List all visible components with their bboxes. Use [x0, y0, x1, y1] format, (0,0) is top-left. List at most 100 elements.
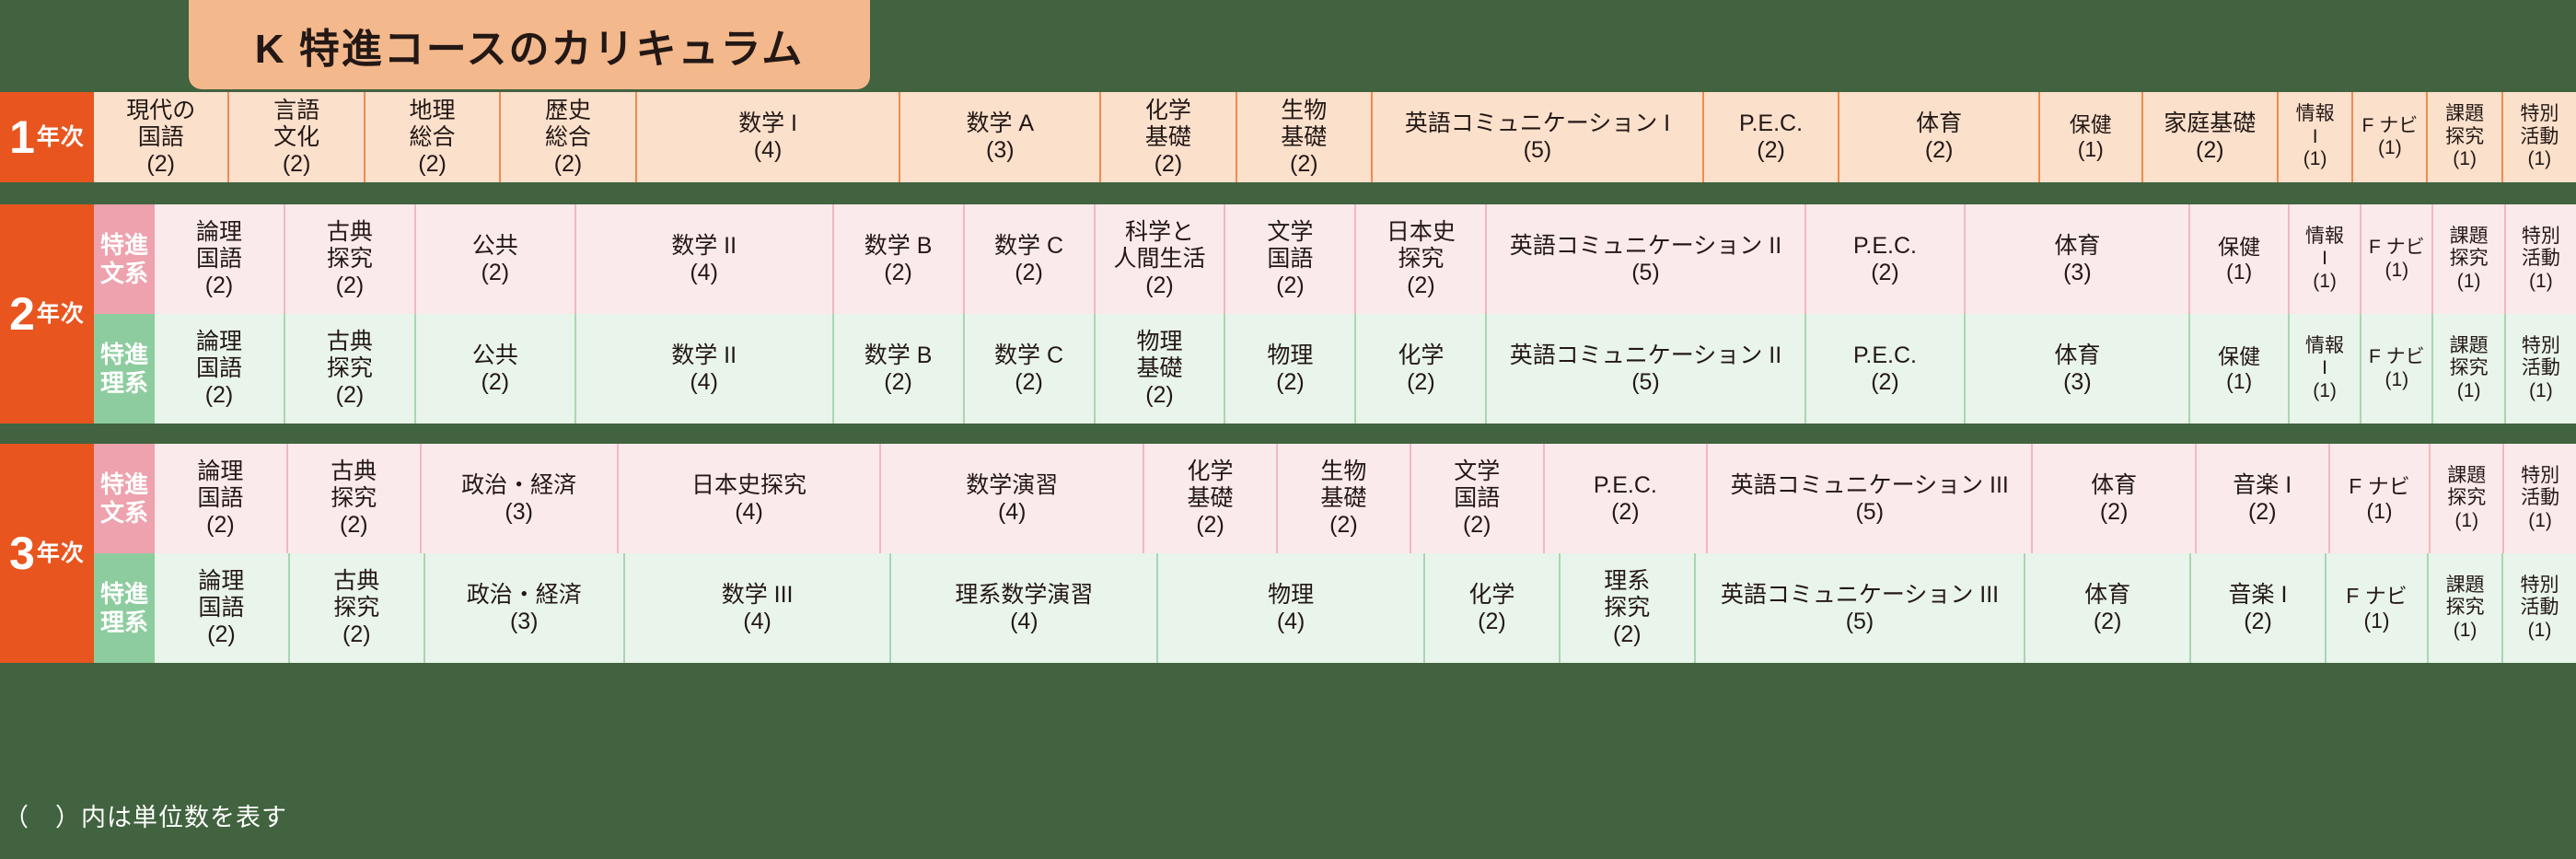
subject-name: 情報 — [2305, 225, 2345, 247]
subject-credits: (4) — [997, 498, 1027, 525]
subject-cell: P.E.C.(2) — [1805, 314, 1967, 424]
subject-name: 基礎 — [1320, 485, 1367, 511]
subject-name: 数学 A — [966, 110, 1035, 136]
subject-credits: (2) — [204, 273, 234, 298]
subject-name: 国語 — [198, 595, 245, 621]
subject-name: 物理 — [1136, 329, 1183, 354]
subject-name: 人間生活 — [1113, 246, 1206, 272]
subject-name: 英語コミュニケーション II — [1509, 232, 1782, 259]
subject-cell: 英語コミュニケーション II(5) — [1487, 204, 1806, 314]
subject-name: F ナビ — [2368, 346, 2425, 368]
subject-name: 総合 — [544, 123, 591, 150]
subject-cell: 保健(1) — [2040, 92, 2143, 182]
subject-cell: F ナビ(1) — [2361, 314, 2434, 424]
subject-name: 理系 — [1604, 568, 1651, 594]
subject-credits: (2) — [1407, 368, 1435, 395]
track-row-year2-bunkei: 特進文系論理国語(2)古典探究(2)公共(2)数学 II(4)数学 B(2)数学… — [94, 204, 2576, 314]
subject-name: 家庭基礎 — [2164, 110, 2257, 136]
subject-cell: 文学国語(2) — [1225, 204, 1357, 314]
subject-cell: 課題探究(1) — [2431, 444, 2505, 553]
year-number: 3 — [9, 528, 35, 579]
subject-cell: 数学 A(3) — [900, 92, 1102, 182]
subject-cell: F ナビ(1) — [2326, 553, 2430, 663]
subject-credits: (2) — [1462, 512, 1491, 538]
track-row-year1-common: 現代の国語(2)言語文化(2)地理総合(2)歴史総合(2)数学 I(4)数学 A… — [94, 92, 2576, 182]
subject-cell: 古典探究(2) — [284, 314, 416, 424]
subject-name: 日本史 — [1386, 219, 1456, 245]
subject-cell: 論理国語(2) — [155, 444, 288, 553]
subject-name: 探究 — [2449, 248, 2489, 270]
subject-credits: (4) — [1010, 608, 1039, 634]
subject-name: 物理 — [1267, 342, 1314, 368]
course-label-line: 文系 — [99, 259, 148, 287]
subject-credits: (4) — [735, 498, 763, 525]
subject-credits: (5) — [1631, 368, 1660, 395]
subject-name: 数学 C — [994, 342, 1064, 368]
subject-cell: 生物基礎(2) — [1277, 444, 1411, 553]
subject-name: P.E.C. — [1593, 471, 1657, 498]
subject-name: 特別 — [2520, 574, 2559, 596]
track-row-year3-bunkei: 特進文系論理国語(2)古典探究(2)政治・経済(3)日本史探究(4)数学演習(4… — [94, 444, 2576, 553]
subject-cell: P.E.C.(2) — [1805, 204, 1967, 314]
subject-name: 情報 — [2295, 103, 2335, 125]
subject-cell: 理系数学演習(4) — [891, 553, 1159, 663]
subject-credits: (2) — [207, 621, 236, 647]
subject-cell: 科学と人間生活(2) — [1095, 204, 1226, 314]
subject-cell: 英語コミュニケーション I(5) — [1373, 92, 1704, 182]
subject-credits: (1) — [2366, 498, 2393, 523]
subject-name: 探究 — [2445, 125, 2485, 147]
subject-name: 体育 — [2054, 232, 2101, 259]
subject-name: 数学 B — [864, 342, 933, 368]
subject-cell: P.E.C.(2) — [1544, 444, 1709, 553]
subject-name: 論理 — [195, 219, 242, 245]
subject-credits: (1) — [2385, 259, 2409, 281]
subject-credits: (2) — [481, 259, 510, 285]
subject-credits: (2) — [1871, 259, 1899, 285]
subject-credits: (3) — [505, 498, 533, 525]
page-title: K 特進コースのカリキュラム — [254, 26, 805, 72]
subject-name: 化学 — [1468, 581, 1515, 608]
subject-cell: 数学 B(2) — [833, 314, 965, 424]
subject-credits: (2) — [1276, 273, 1305, 298]
subject-credits: (2) — [335, 273, 365, 298]
subject-cell: 音楽 I(2) — [2196, 444, 2330, 553]
subject-name: 保健 — [2218, 343, 2261, 368]
subject-name: 総合 — [409, 123, 456, 150]
subject-credits: (4) — [753, 137, 783, 163]
subject-name: 特別 — [2521, 464, 2560, 486]
subject-credits: (1) — [2528, 509, 2552, 531]
subject-credits: (2) — [1154, 150, 1183, 177]
subject-credits: (4) — [690, 259, 718, 285]
subject-credits: (2) — [2099, 498, 2129, 525]
subject-cell: 数学 B(2) — [833, 204, 965, 314]
track-row-year2-rikei: 特進理系論理国語(2)古典探究(2)公共(2)数学 II(4)数学 B(2)数学… — [94, 314, 2576, 424]
subject-cell: 特別活動(1) — [2503, 553, 2576, 663]
subject-name: 国語 — [137, 123, 184, 150]
subject-cell: 論理国語(2) — [155, 553, 290, 663]
subject-cell: 公共(2) — [415, 314, 576, 424]
subject-credits: (1) — [2226, 259, 2253, 284]
subject-credits: (2) — [1611, 498, 1640, 525]
subject-name: 古典 — [326, 329, 373, 354]
subject-credits: (2) — [418, 150, 447, 177]
subject-cell: F ナビ(1) — [2361, 204, 2434, 314]
subject-credits: (2) — [1290, 150, 1318, 177]
subject-credits: (1) — [2303, 148, 2327, 170]
subject-credits: (1) — [2363, 608, 2390, 633]
subject-name: 英語コミュニケーション I — [1404, 110, 1671, 136]
subject-name: 公共 — [471, 232, 518, 259]
subject-credits: (1) — [2529, 379, 2553, 401]
subject-cell: 特別活動(1) — [2504, 444, 2576, 553]
subject-cell: 保健(1) — [2190, 204, 2290, 314]
subject-credits: (2) — [146, 150, 175, 177]
subject-name: 現代の — [126, 97, 196, 123]
subject-cell: 政治・経済(3) — [421, 444, 619, 553]
subject-credits: (3) — [509, 608, 539, 634]
subject-credits: (1) — [2385, 368, 2409, 390]
subject-credits: (1) — [2453, 619, 2477, 641]
subject-name: 公共 — [471, 342, 518, 368]
credits-footnote: （ ）内は単位数を表す — [4, 804, 287, 831]
